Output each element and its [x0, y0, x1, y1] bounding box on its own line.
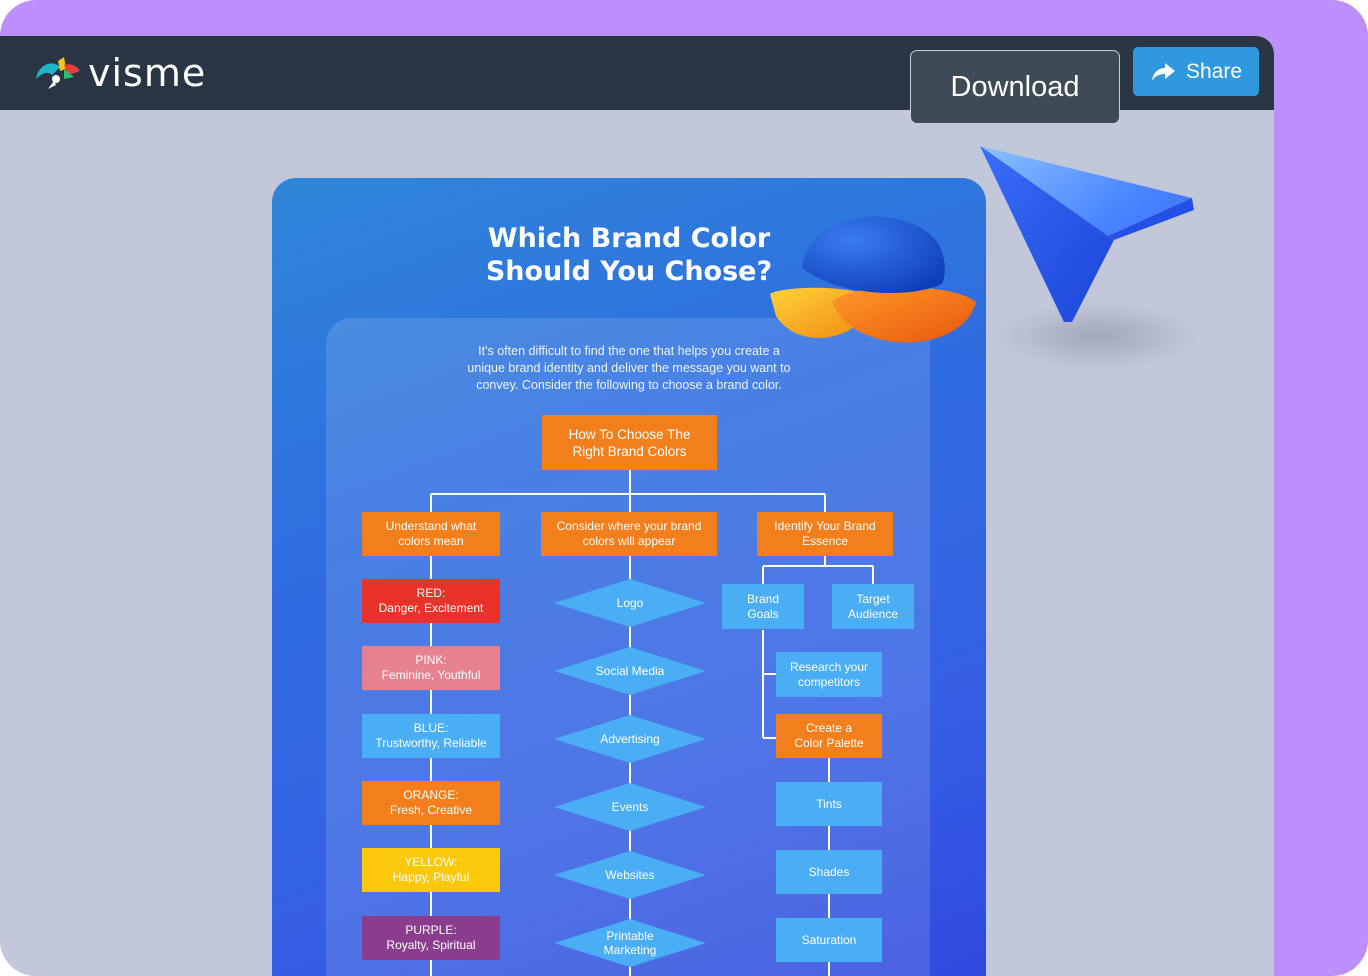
palette-item-label: Saturation — [801, 932, 857, 947]
channel-logo: Logo — [554, 579, 706, 627]
essence-label: Goals — [747, 606, 779, 621]
branch-label: Identify Your Brand — [774, 519, 876, 533]
channel-label: Websites — [554, 851, 706, 899]
color-name: PINK: — [415, 653, 447, 667]
palette-item-label: Tints — [816, 796, 842, 811]
essence-label: Audience — [847, 606, 899, 621]
channel-label: Social Media — [554, 647, 706, 695]
download-button[interactable]: Download — [910, 50, 1120, 124]
branch-label: colors will appear — [582, 534, 676, 548]
essence-label: Color Palette — [794, 736, 864, 750]
branch-label: Understand what — [385, 519, 477, 533]
color-name: ORANGE: — [403, 788, 459, 802]
channel-label-line: Printable — [606, 929, 654, 943]
channel-label-line: Marketing — [603, 943, 657, 957]
color-meaning: Feminine, Youthful — [381, 668, 481, 682]
share-button[interactable]: Share — [1133, 47, 1259, 96]
color-meaning-pink: PINK:Feminine, Youthful — [362, 646, 500, 690]
palette-shades: Shades — [776, 850, 882, 894]
color-meaning: Happy, Playful — [392, 870, 470, 884]
visme-logo-icon — [36, 57, 80, 89]
color-name: RED: — [416, 586, 446, 600]
essence-label: Create a — [805, 721, 853, 735]
palette-saturation: Saturation — [776, 918, 882, 962]
root-line-2: Right Brand Colors — [572, 443, 687, 459]
essence-label: Target — [856, 591, 890, 606]
intro-line-2: unique brand identity and deliver the me… — [467, 361, 791, 375]
download-label: Download — [950, 70, 1080, 103]
color-meaning: Royalty, Spiritual — [386, 938, 476, 952]
share-arrow-icon — [1151, 62, 1175, 81]
color-meaning: Danger, Excitement — [378, 601, 484, 615]
infographic-poster[interactable]: Which Brand Color Should You Chose? — [272, 178, 986, 976]
branch-label: Consider where your brand — [556, 519, 702, 533]
intro-line-3: convey. Consider the following to choose… — [476, 378, 782, 392]
color-meaning-orange: ORANGE:Fresh, Creative — [362, 781, 500, 825]
intro-line-1: It's often difficult to find the one tha… — [478, 344, 780, 358]
intro-text: It's often difficult to find the one tha… — [422, 343, 836, 394]
color-meaning-blue: BLUE:Trustworthy, Reliable — [362, 714, 500, 758]
diamond-shape — [554, 579, 706, 627]
channel-events: Events — [554, 783, 706, 831]
channel-label-line: Social Media — [595, 664, 665, 678]
channel-social-media: Social Media — [554, 647, 706, 695]
channel-label: Logo — [554, 579, 706, 627]
branch-label: Essence — [801, 534, 848, 548]
color-meaning-purple: PURPLE:Royalty, Spiritual — [362, 916, 500, 960]
channel-advertising: Advertising — [554, 715, 706, 763]
color-name: BLUE: — [413, 721, 449, 735]
channel-label-line: Events — [611, 800, 649, 814]
logo-text: visme — [88, 51, 207, 95]
palette-item-label: Shades — [808, 864, 850, 879]
color-meaning: Trustworthy, Reliable — [375, 736, 487, 750]
diamond-shape — [554, 851, 706, 899]
root-line-1: How To Choose The — [568, 426, 691, 442]
channel-label: Events — [554, 783, 706, 831]
diamond-shape — [554, 647, 706, 695]
color-meaning: Fresh, Creative — [389, 803, 473, 817]
color-name: YELLOW: — [404, 855, 458, 869]
channel-label: Advertising — [554, 715, 706, 763]
channel-websites: Websites — [554, 851, 706, 899]
diamond-shape — [554, 715, 706, 763]
hemisphere-illustration-icon — [770, 216, 976, 343]
essence-label: Research your — [789, 659, 869, 674]
essence-label: competitors — [797, 674, 860, 689]
poster-title: Which Brand Color Should You Chose? — [272, 222, 986, 288]
branch-label: colors mean — [398, 534, 464, 548]
color-meaning-yellow: YELLOW:Happy, Playful — [362, 848, 500, 892]
share-label: Share — [1185, 59, 1243, 83]
channel-label-line: Websites — [605, 868, 655, 882]
diamond-shape — [554, 919, 706, 967]
poster-title-line-2: Should You Chose? — [485, 256, 773, 287]
essence-label: Brand — [746, 591, 780, 606]
poster-title-line-1: Which Brand Color — [487, 223, 771, 254]
visme-logo[interactable]: visme — [34, 50, 206, 96]
palette-tints: Tints — [776, 782, 882, 826]
diamond-shape — [554, 783, 706, 831]
color-meaning-red: RED:Danger, Excitement — [362, 579, 500, 623]
channel-label-line: Advertising — [600, 732, 660, 746]
cursor-pointer-icon — [980, 146, 1198, 370]
editor-window: visme Share Which Brand Color Should You… — [0, 36, 1274, 976]
color-name: PURPLE: — [405, 923, 457, 937]
channel-label-line: Logo — [616, 596, 644, 610]
